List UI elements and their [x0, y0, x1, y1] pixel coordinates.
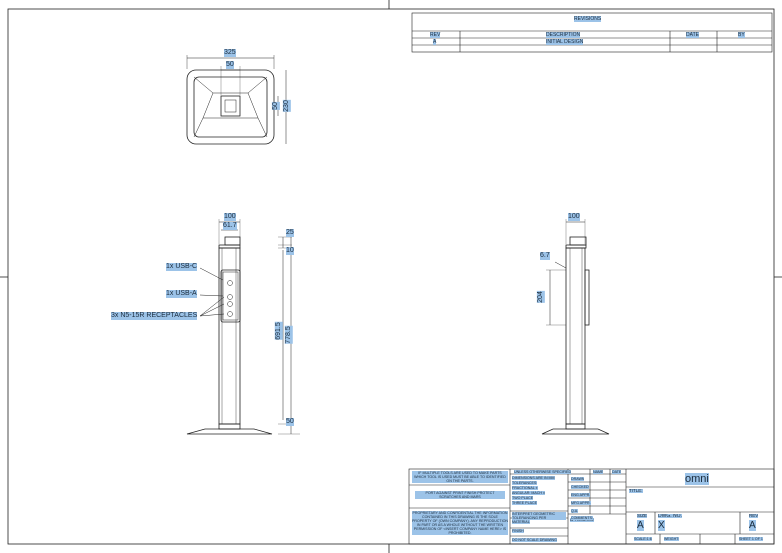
spec-line-3: FRACTIONAL ±	[512, 486, 538, 490]
rev-row-description: INITIAL DESIGN	[546, 39, 584, 45]
dim-front-port-height: 691.5	[274, 322, 283, 340]
role-mfg-appr: MFG APPR.	[571, 501, 591, 505]
by-header: BY	[738, 32, 745, 38]
dim-side-panel-height: 204	[536, 291, 545, 303]
dim-front-inner-width: 61.7	[223, 222, 237, 230]
dim-front-total-height: 778.5	[284, 326, 293, 344]
callout-receptacles: 3x N5-15R RECEPTACLES	[111, 312, 198, 320]
dim-top-inner-height: 50	[271, 102, 280, 110]
spec-line-2: TOLERANCES:	[512, 481, 538, 485]
dwg-label: DWG. NO.	[658, 514, 682, 518]
callout-usb-c: 1x USB-C	[166, 263, 198, 271]
material-label: MATERIAL	[512, 520, 530, 524]
front-view	[186, 219, 300, 435]
spec-line-4: ANGULAR: MACH ±	[512, 491, 545, 495]
spec-header: UNLESS OTHERWISE SPECIFIED	[514, 470, 572, 474]
date-header: DATE	[686, 32, 699, 38]
dim-side-offset: 6.7	[540, 252, 550, 260]
interpret-label: INTERPRET GEOMETRIC TOLERANCING PER	[512, 512, 566, 520]
top-view	[186, 55, 287, 145]
sheet-label: SHEET 1 OF 1	[739, 537, 763, 541]
rev-header: REV	[430, 32, 441, 38]
title-label: TITLE:	[629, 489, 643, 493]
size-label: SIZE	[637, 514, 648, 518]
dim-front-cap-offset: 10	[286, 247, 294, 255]
spec-line-1: DIMENSIONS ARE IN MM	[512, 476, 555, 480]
rev-label: REV	[749, 514, 759, 518]
spec-line-5: TWO PLACE	[512, 496, 534, 500]
description-header: DESCRIPTION	[546, 32, 581, 38]
rev-row-rev: A	[433, 39, 437, 45]
note-multiple-tools: IF MULTIPLE TOOLS ARE USED TO MAKE PARTS…	[412, 471, 508, 483]
role-eng-appr: ENG APPR.	[571, 493, 591, 497]
dim-top-overall-width: 325	[224, 49, 236, 57]
scale-label: SCALE:1:6	[634, 537, 652, 541]
note-protect-finish: PORT AGAINST PRINT FINISH PROTECT SCRATC…	[415, 491, 505, 499]
do-not-scale-label: DO NOT SCALE DRAWING	[512, 538, 557, 542]
role-name-header: NAME	[593, 470, 604, 474]
size-value: A	[637, 520, 644, 531]
dim-top-overall-height: 230	[282, 100, 291, 112]
weight-label: WEIGHT:	[664, 537, 679, 541]
role-date-header: DATE	[612, 470, 622, 474]
dwg-value: X	[658, 520, 665, 531]
side-view	[541, 219, 610, 435]
finish-label: FINISH	[512, 529, 524, 533]
rev-value: A	[749, 520, 756, 531]
dim-front-top-width: 100	[224, 213, 236, 221]
company-name: omni	[685, 473, 709, 485]
role-checked: CHECKED	[571, 485, 589, 489]
dim-side-top-width: 100	[568, 213, 580, 221]
role-qa: Q.A.	[571, 509, 579, 513]
revisions-title: REVISIONS	[574, 16, 602, 22]
dim-front-cap-height: 25	[286, 229, 294, 237]
application-label: APPLICATION	[570, 518, 594, 522]
role-drawn: DRAWN	[571, 477, 585, 481]
role-comments: COMMENTS:	[571, 516, 593, 520]
revision-table	[411, 12, 773, 53]
callout-usb-a: 1x USB-A	[166, 290, 197, 298]
dim-front-base-height: 50	[286, 418, 294, 426]
note-proprietary: PROPRIETARY AND CONFIDENTIAL THE INFORMA…	[412, 511, 508, 535]
spec-line-6: THREE PLACE	[512, 501, 537, 505]
dim-top-inner-width: 50	[226, 61, 234, 69]
sheet-border	[7, 8, 775, 545]
title-block	[408, 468, 775, 545]
